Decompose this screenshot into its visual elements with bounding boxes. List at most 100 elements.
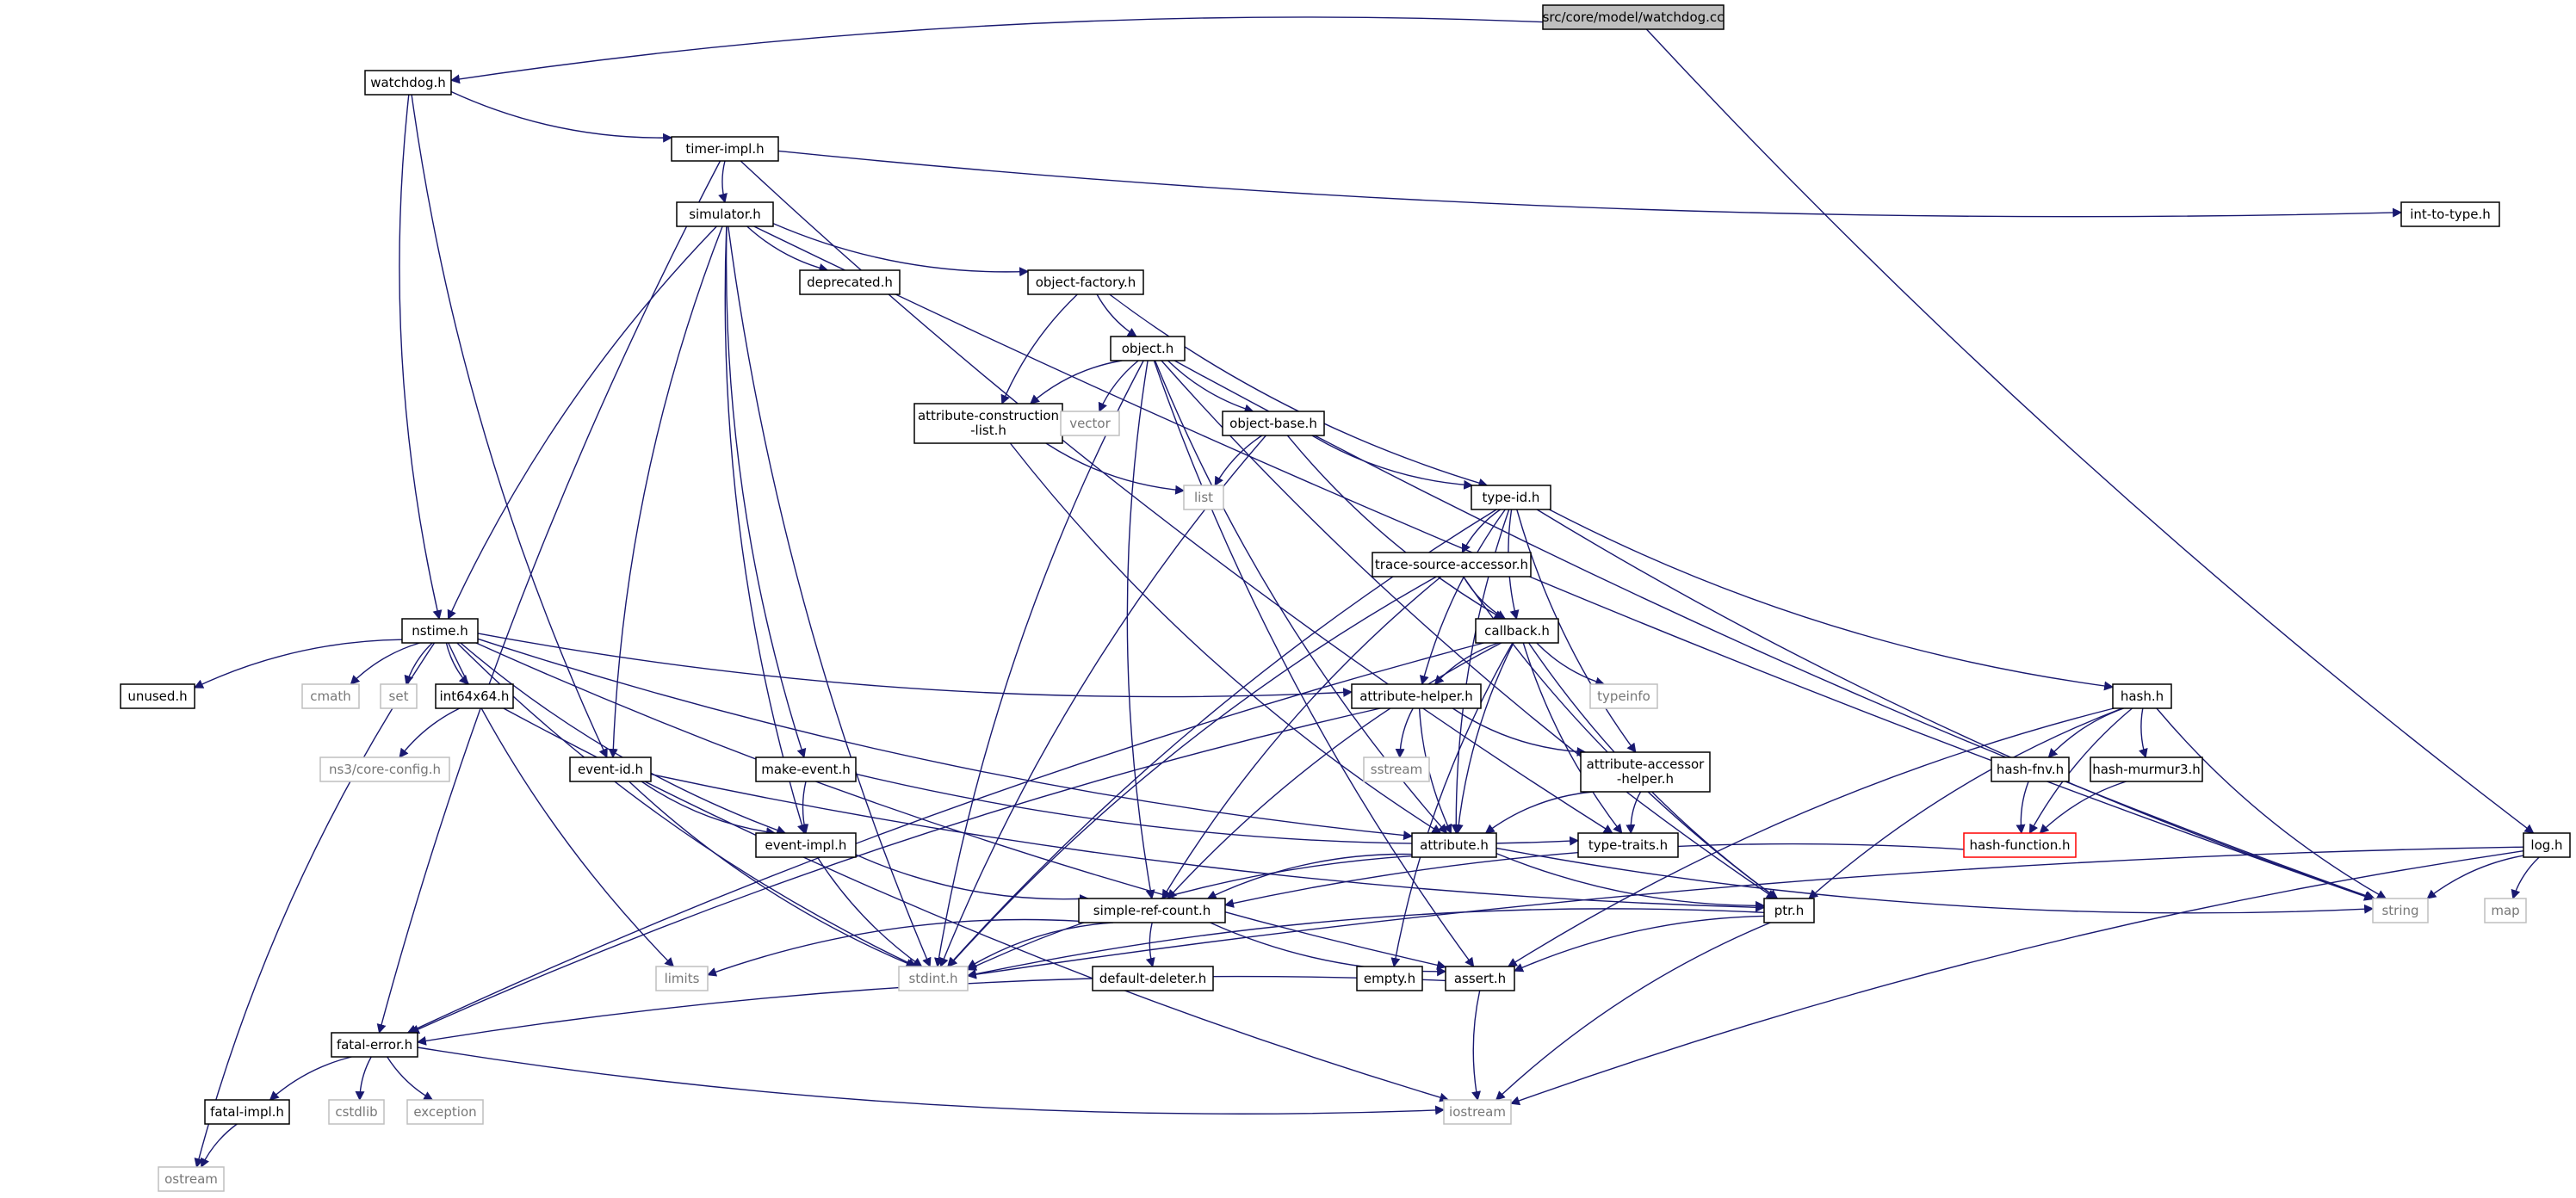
node-box [1589,683,1658,709]
node-callback-h[interactable]: callback.h [1475,618,1559,644]
node-event-id-h[interactable]: event-id.h [569,756,652,782]
node-box [1372,552,1532,577]
node-label: set [389,689,409,704]
edge-simulator-to-deprecated [746,225,829,273]
node-log-h[interactable]: log.h [2523,832,2571,858]
node-hash-h[interactable]: hash.h [2112,683,2172,709]
edge-object-to-attr_construction [1030,360,1123,404]
edge-attribute-to-string [1495,847,2375,914]
edge-attr_helper-to-sstream [1395,707,1414,759]
edge-event_id-to-ptr [650,773,1766,912]
node-label: object-factory.h [1036,275,1136,290]
node-attribute-accessor-helper-h[interactable]: attribute-accessor-helper.h [1580,751,1711,793]
node-label: hash-function.h [1970,837,2071,853]
edge-hash_fnv-to-hash_function [2016,781,2029,835]
node-event-impl-h[interactable]: event-impl.h [755,832,857,858]
node-src-core-model-watchdog-cc[interactable]: src/core/model/watchdog.cc [1542,4,1725,30]
node-map: map [2484,898,2527,923]
node-box [319,756,450,782]
edge-callback-to-fatal_error [406,642,1484,1034]
edge-watchdog_cc-to-log [1645,28,2535,834]
node-label: watchdog.h [370,75,446,90]
node-nstime-h[interactable]: nstime.h [401,618,479,644]
node-simulator-h[interactable]: simulator.h [676,201,774,227]
node-box [1078,898,1226,923]
node-hash-murmur3-h[interactable]: hash-murmur3.h [2090,756,2203,782]
node-empty-h[interactable]: empty.h [1356,966,1423,991]
edge-hash_murmur3-to-hash_function [2039,781,2127,834]
node-sstream: sstream [1363,756,1430,782]
edge-simulator-to-nstime [447,225,717,620]
node-box [1183,485,1224,510]
node-label: cmath [310,689,350,704]
node-box [755,832,857,858]
edge-object_factory-to-object [1096,293,1137,337]
node-int64x64-h[interactable]: int64x64.h [435,683,514,709]
node-label: type-traits.h [1588,837,1668,853]
node-label: simple-ref-count.h [1093,903,1211,918]
edge-object-to-ptr [1161,360,1776,899]
node-object-base-h[interactable]: object-base.h [1222,411,1325,436]
node-box [1027,269,1144,295]
edge-attr_helper-to-fatal_error [409,707,1381,1034]
edge-log-to-iostream [1509,850,2524,1106]
edge-assert-to-iostream [1471,990,1482,1102]
node-type-traits-h[interactable]: type-traits.h [1577,832,1679,858]
edge-nstime-to-int64x64 [445,642,469,685]
node-label: int-to-type.h [2410,207,2491,222]
node-fatal-error-h[interactable]: fatal-error.h [331,1032,418,1058]
node-hash-fnv-h[interactable]: hash-fnv.h [1991,756,2070,782]
edge-type_id-to-string [1536,509,2375,901]
dependency-edges [194,16,2540,1169]
edge-object-to-vector [1098,360,1139,413]
edge-timer_impl-to-fatal_error [376,160,721,1034]
node-box [1351,683,1482,709]
edge-event_impl-to-simple_ref_count [855,854,1089,904]
edge-nstime-to-stdint [456,642,918,967]
node-make-event-h[interactable]: make-event.h [755,756,857,782]
node-label: event-impl.h [765,837,847,853]
edge-ptr-to-assert [1513,915,1765,973]
edge-callback-to-empty [1390,642,1514,968]
node-trace-source-accessor-h[interactable]: trace-source-accessor.h [1372,552,1532,577]
node-default-deleter-h[interactable]: default-deleter.h [1092,966,1214,991]
edge-hash-to-hash_function [2028,707,2133,834]
node-box [1411,832,1497,858]
edge-attribute-to-simple_ref_count [1206,853,1413,899]
edge-event_id-to-stdint [629,781,916,968]
node-box [1092,966,1214,991]
node-object-h[interactable]: object.h [1110,336,1186,361]
edge-object_base-to-callback [1286,435,1504,620]
node-int-to-type-h[interactable]: int-to-type.h [2400,201,2500,227]
node-assert-h[interactable]: assert.h [1445,966,1515,991]
node-deprecated-h[interactable]: deprecated.h [799,269,901,295]
node-ostream: ostream [158,1166,225,1192]
node-list: list [1183,485,1224,510]
edge-fatal_error-to-cstdlib [355,1056,372,1102]
node-object-factory-h[interactable]: object-factory.h [1027,269,1144,295]
node-timer-impl-h[interactable]: timer-impl.h [671,136,779,162]
node-fatal-impl-h[interactable]: fatal-impl.h [204,1099,290,1125]
node-type-id-h[interactable]: type-id.h [1471,485,1551,510]
node-label: ptr.h [1774,903,1804,918]
edge-object_base-to-type_id [1311,435,1474,490]
node-box [301,683,360,709]
node-watchdog-h[interactable]: watchdog.h [364,70,452,96]
node-box [2372,898,2429,923]
edge-attr_accessor-to-type_traits [1625,791,1642,835]
node-attribute-h[interactable]: attribute.h [1411,832,1497,858]
edge-type_id-to-attr_helper [1419,509,1506,686]
node-hash-function-h[interactable]: hash-function.h [1963,832,2077,858]
node-attribute-helper-h[interactable]: attribute-helper.h [1351,683,1482,709]
node-box [1763,898,1815,923]
node-attribute-construction-list-h[interactable]: attribute-construction-list.h [913,403,1063,444]
node-label: event-id.h [578,762,643,777]
node-box [2484,898,2527,923]
node-unused-h[interactable]: unused.h [120,683,195,709]
node-label: deprecated.h [807,275,893,290]
node-simple-ref-count-h[interactable]: simple-ref-count.h [1078,898,1226,923]
edge-watchdog_h-to-nstime [399,94,443,621]
edge-nstime-to-attr_helper [477,633,1353,698]
node-ptr-h[interactable]: ptr.h [1763,898,1815,923]
